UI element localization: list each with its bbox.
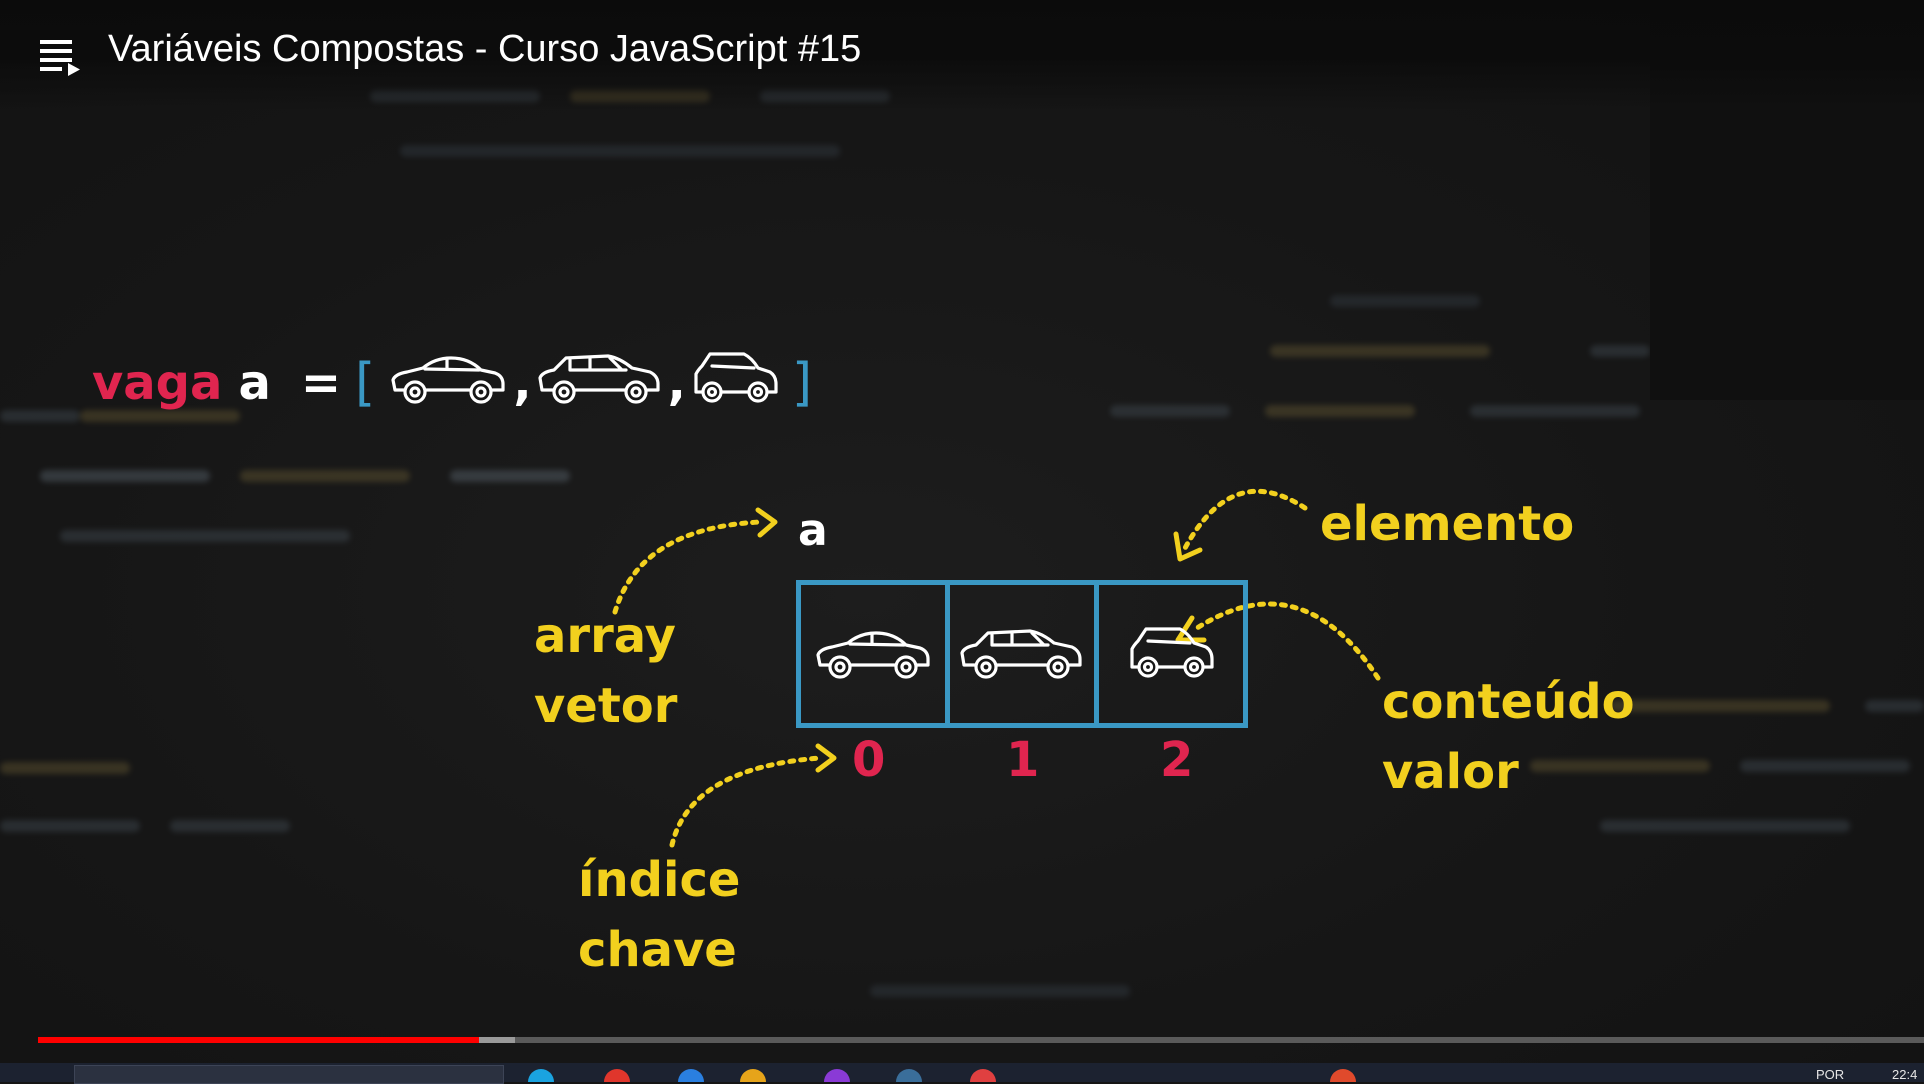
- label-elemento: elemento: [1320, 496, 1575, 552]
- array-box: [796, 580, 1248, 728]
- array-cell-0: [801, 585, 950, 723]
- code-declaration: vaga a = [ , ,: [92, 348, 812, 418]
- sedan-car-icon: [812, 625, 934, 683]
- taskbar: POR 22:4: [0, 1063, 1924, 1084]
- array-dotted-arrow: [612, 519, 763, 615]
- playlist-icon[interactable]: [38, 36, 88, 76]
- separator-comma: ,: [513, 355, 532, 411]
- taskbar-app-icon[interactable]: [896, 1069, 922, 1082]
- label-array: array: [534, 608, 676, 664]
- compact-car-icon: [690, 350, 780, 416]
- label-vetor: vetor: [534, 678, 678, 734]
- progress-bar[interactable]: [38, 1037, 1924, 1043]
- keyword-vaga: vaga: [92, 355, 223, 411]
- indice-dotted-arrow: [669, 755, 823, 848]
- taskbar-tray-icon[interactable]: [1330, 1069, 1356, 1082]
- label-chave: chave: [578, 922, 737, 978]
- index-label-1: 1: [1006, 732, 1040, 788]
- taskbar-app-icon[interactable]: [528, 1069, 554, 1082]
- label-conteudo: conteúdo: [1382, 674, 1635, 730]
- progress-played: [38, 1037, 480, 1043]
- close-bracket: ]: [791, 353, 813, 413]
- taskbar-app-icon[interactable]: [740, 1069, 766, 1082]
- diagram-variable-label: a: [798, 505, 828, 556]
- taskbar-app-icon[interactable]: [970, 1069, 996, 1082]
- taskbar-app-icon[interactable]: [678, 1069, 704, 1082]
- array-cell-2: [1099, 585, 1243, 723]
- video-title[interactable]: Variáveis Compostas - Curso JavaScript #…: [108, 28, 862, 70]
- array-arrowhead-icon: [755, 507, 778, 538]
- title-bar: Variáveis Compostas - Curso JavaScript #…: [0, 0, 1924, 110]
- taskbar-app-icon[interactable]: [824, 1069, 850, 1082]
- taskbar-language[interactable]: POR: [1816, 1067, 1845, 1082]
- hatchback-car-icon: [958, 625, 1086, 683]
- label-valor: valor: [1382, 744, 1519, 800]
- open-bracket: [: [355, 353, 376, 413]
- variable-name: a: [238, 355, 271, 411]
- array-cell-1: [950, 585, 1099, 723]
- hatchback-car-icon: [536, 350, 664, 416]
- label-indice: índice: [578, 852, 741, 908]
- taskbar-clock[interactable]: 22:4: [1892, 1067, 1918, 1082]
- index-label-0: 0: [852, 732, 886, 788]
- taskbar-search-box[interactable]: [74, 1065, 504, 1084]
- elemento-dotted-arrow: [1181, 488, 1308, 553]
- assignment-operator: =: [300, 355, 342, 411]
- index-label-2: 2: [1160, 732, 1194, 788]
- elemento-arrowhead-icon: [1173, 531, 1203, 562]
- compact-car-icon: [1126, 625, 1216, 683]
- taskbar-app-icon[interactable]: [604, 1069, 630, 1082]
- indice-arrowhead-icon: [815, 743, 837, 773]
- separator-comma: ,: [667, 355, 686, 411]
- sedan-car-icon: [387, 350, 509, 416]
